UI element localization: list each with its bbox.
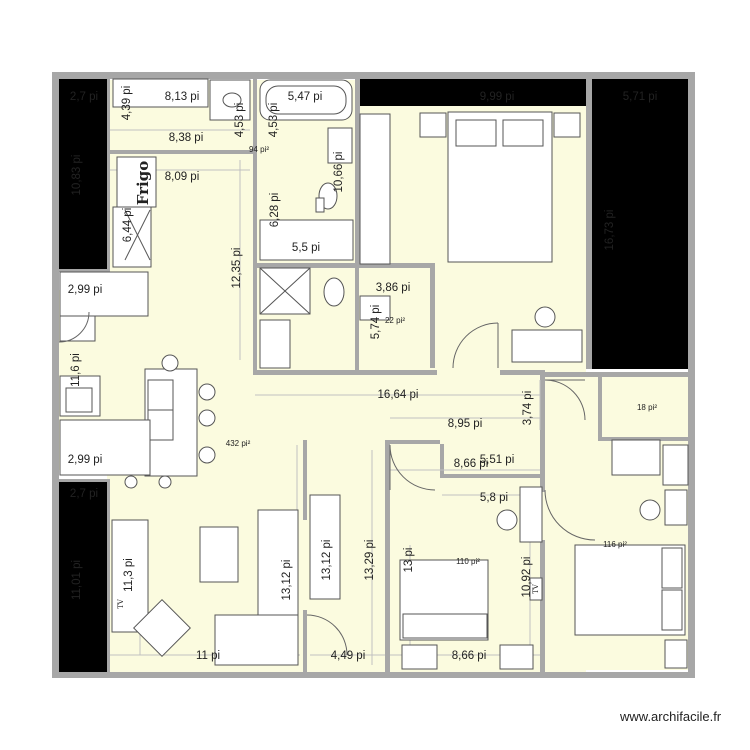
tv-left: TV — [117, 598, 125, 609]
dim-10-92: 10,92 pi — [521, 557, 533, 598]
sink-lower — [259, 319, 291, 369]
chair-3 — [639, 499, 661, 521]
stool-6 — [124, 475, 138, 489]
nightstand-r — [553, 112, 581, 138]
toilet-2 — [323, 277, 345, 307]
dim-8-66-b: 8,66 pi — [452, 650, 487, 662]
dim-5-5: 5,5 pi — [292, 242, 320, 254]
tv-stand-left — [111, 519, 149, 633]
dim-8-38: 8,38 pi — [169, 132, 204, 144]
nightstand-3 — [664, 639, 688, 669]
dim-5-51: 5,51 pi — [480, 454, 515, 466]
area-22: 22 pi² — [385, 316, 405, 325]
doors — [58, 311, 596, 656]
dim-4-53-b: 4,53 pi — [268, 103, 280, 138]
wardrobe — [359, 113, 391, 265]
dim-13-12-b: 13,12 pi — [321, 540, 333, 581]
outer-walls — [52, 72, 695, 678]
counter-lower — [59, 419, 151, 476]
dim-8-13: 8,13 pi — [165, 91, 200, 103]
vanity-counter — [112, 78, 209, 108]
desk-3 — [664, 489, 688, 526]
dim-16-73: 16,73 pi — [604, 210, 616, 251]
shower-small — [327, 127, 353, 164]
dresser-2 — [401, 644, 438, 670]
dim-13-29: 13,29 pi — [364, 540, 376, 581]
dim-6-28: 6,28 pi — [269, 193, 281, 228]
dim-2-99-a: 2,99 pi — [68, 284, 103, 296]
stool-3 — [198, 409, 216, 427]
dim-5-8: 5,8 pi — [480, 492, 508, 504]
dim-13: 13 pi — [403, 548, 415, 573]
armchair — [133, 599, 191, 657]
dimension-labels: 2,7 pi 4,39 pi 8,13 pi 4,53 pi 5,47 pi 4… — [68, 86, 658, 662]
dim-8-95: 8,95 pi — [448, 418, 483, 430]
black-blocks — [59, 79, 688, 672]
chair-master — [534, 306, 556, 328]
stool-1 — [161, 354, 179, 372]
dim-5-47: 5,47 pi — [288, 91, 323, 103]
dim-9-99: 9,99 pi — [480, 91, 515, 103]
stool-2 — [198, 383, 216, 401]
kitchen-counter — [112, 206, 152, 268]
dim-5-74: 5,74 pi — [370, 305, 382, 340]
dim-2-7-top: 2,7 pi — [70, 91, 98, 103]
coffee-table — [199, 526, 239, 583]
nightstand-l — [419, 112, 447, 138]
furniture — [59, 78, 689, 670]
dim-4-49: 4,49 pi — [331, 650, 366, 662]
sofa-bottom — [214, 614, 299, 666]
dim-11-3: 11,3 pi — [123, 558, 135, 592]
dim-2-99-b: 2,99 pi — [68, 454, 103, 466]
chair-2 — [496, 509, 518, 531]
top-right-block — [360, 79, 588, 106]
dim-3-86: 3,86 pi — [376, 282, 411, 294]
desk-2 — [519, 486, 543, 543]
dim-10-66-bath: 10,66 pi — [333, 152, 345, 193]
dim-2-7-mid: 2,7 pi — [70, 488, 98, 500]
corner-counter — [59, 271, 149, 317]
dim-11-6: 11,6 pi — [70, 353, 82, 387]
nightstand-2 — [499, 644, 534, 670]
area-432: 432 pi² — [226, 439, 251, 448]
left-lower-block — [59, 482, 107, 672]
dim-3-74: 3,74 pi — [522, 391, 534, 426]
tv-stand-right — [529, 577, 543, 601]
dim-10-83: 10,83 pi — [71, 155, 83, 196]
dresser-3 — [662, 444, 689, 486]
wardrobe-3 — [611, 439, 661, 476]
dim-8-66-a: 8,66 pi — [454, 458, 489, 470]
area-110: 110 pi² — [456, 557, 480, 566]
dim-12-35: 12,35 pi — [231, 248, 243, 289]
fridge — [116, 156, 157, 208]
frigo-label: Frigo — [134, 161, 152, 205]
desk-master — [511, 329, 583, 363]
stool-4 — [198, 446, 216, 464]
tv-right: TV — [532, 583, 540, 594]
bookshelf — [309, 494, 341, 600]
dim-4-39: 4,39 pi — [121, 86, 133, 121]
interior-walls — [59, 79, 688, 672]
dim-6-44: 6,44 pi — [122, 208, 134, 243]
stool-5 — [158, 475, 172, 489]
watermark: www.archifacile.fr — [620, 709, 722, 724]
dim-13-12-a: 13,12 pi — [281, 560, 293, 601]
dim-16-64: 16,64 pi — [378, 389, 419, 401]
area-116: 116 pi² — [603, 540, 627, 549]
corner-sink — [59, 315, 96, 342]
area-94: 94 pi² — [249, 145, 269, 154]
dim-8-09: 8,09 pi — [165, 171, 200, 183]
shower-tray — [259, 219, 354, 261]
right-block — [592, 79, 688, 369]
closet-small — [359, 295, 391, 321]
area-18: 18 pi² — [637, 403, 657, 412]
left-upper-block — [59, 79, 107, 269]
sink-basin — [222, 92, 242, 108]
dim-5-71: 5,71 pi — [623, 91, 658, 103]
dim-11: 11 pi — [196, 650, 220, 662]
dim-4-53-a: 4,53 pi — [234, 103, 246, 138]
dim-11-01: 11,01 pi — [71, 560, 83, 600]
